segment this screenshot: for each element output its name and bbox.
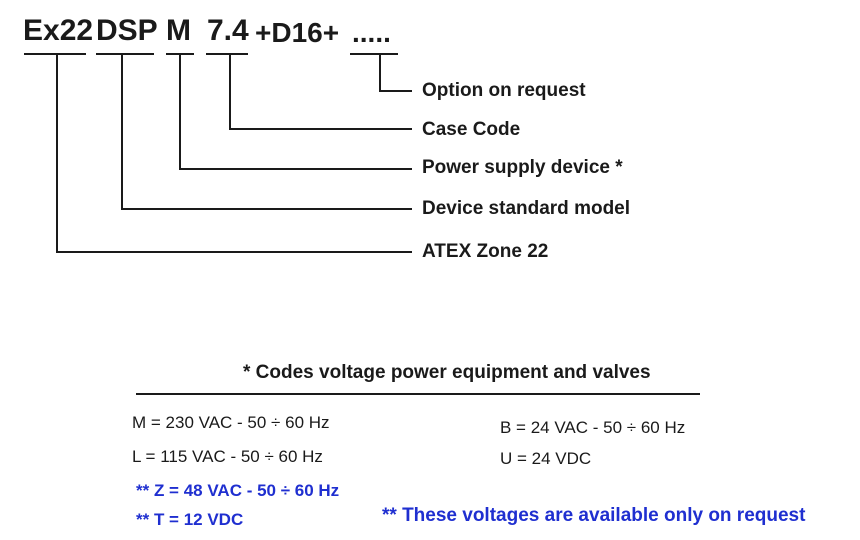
- voltage-code-u: U = 24 VDC: [500, 449, 592, 468]
- code-model: DSP: [96, 14, 158, 47]
- code-option: .....: [352, 17, 391, 48]
- code-extra: +D16+: [255, 17, 340, 48]
- voltage-table-heading: * Codes voltage power equipment and valv…: [243, 362, 651, 383]
- code-power: M: [166, 14, 191, 47]
- leader-option: [379, 54, 412, 92]
- request-note: ** These voltages are available only on …: [382, 505, 806, 526]
- desc-power: Power supply device *: [422, 157, 623, 178]
- desc-zone: ATEX Zone 22: [422, 241, 549, 262]
- voltage-code-t: ** T = 12 VDC: [136, 510, 244, 529]
- voltage-code-z: ** Z = 48 VAC - 50 ÷ 60 Hz: [136, 481, 340, 500]
- leader-power: [179, 54, 412, 170]
- voltage-code-l: L = 115 VAC - 50 ÷ 60 Hz: [132, 447, 323, 466]
- voltage-code-b: B = 24 VAC - 50 ÷ 60 Hz: [500, 418, 686, 437]
- desc-case: Case Code: [422, 119, 521, 140]
- desc-model: Device standard model: [422, 198, 631, 219]
- code-case: 7.4: [207, 14, 249, 47]
- code-zone: Ex22: [23, 14, 94, 47]
- voltage-code-m: M = 230 VAC - 50 ÷ 60 Hz: [132, 413, 330, 432]
- leader-model: [121, 54, 412, 210]
- leader-zone: [56, 54, 412, 253]
- desc-option: Option on request: [422, 80, 586, 101]
- leader-case: [229, 54, 412, 130]
